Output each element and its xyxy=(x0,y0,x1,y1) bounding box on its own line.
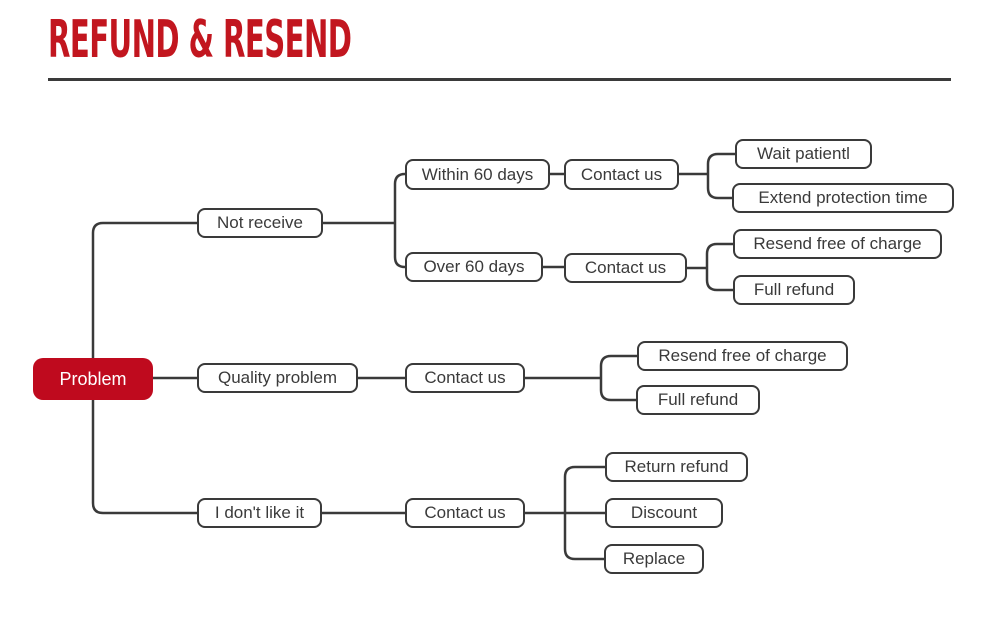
node-discount: Discount xyxy=(605,498,723,528)
node-contact-us-3: Contact us xyxy=(405,363,525,393)
node-quality-problem: Quality problem xyxy=(197,363,358,393)
node-extend-protection-time: Extend protection time xyxy=(732,183,954,213)
node-not-receive: Not receive xyxy=(197,208,323,238)
edge-contact1-children xyxy=(706,152,750,200)
node-over-60-days: Over 60 days xyxy=(405,252,543,282)
node-return-refund: Return refund xyxy=(605,452,748,482)
node-problem: Problem xyxy=(33,358,153,400)
node-i-dont-like-it: I don't like it xyxy=(197,498,322,528)
node-contact-us-2: Contact us xyxy=(564,253,687,283)
edge-contact4-children xyxy=(563,465,625,561)
edge-contact2-children xyxy=(705,242,750,292)
page-title: REFUND & RESEND xyxy=(48,12,590,68)
node-resend-free-of-charge-2: Resend free of charge xyxy=(637,341,848,371)
node-contact-us-4: Contact us xyxy=(405,498,525,528)
edge-problem-i-dont-like-it xyxy=(91,380,240,515)
edge-not-receive-children xyxy=(393,172,440,269)
edge-problem-not-receive xyxy=(91,221,240,380)
node-contact-us-1: Contact us xyxy=(564,159,679,190)
node-resend-free-of-charge-1: Resend free of charge xyxy=(733,229,942,259)
page-title-text: REFUND & RESEND xyxy=(48,10,352,70)
node-wait-patientl: Wait patientl xyxy=(735,139,872,169)
edge-contact3-children xyxy=(599,354,655,402)
node-full-refund-2: Full refund xyxy=(636,385,760,415)
node-within-60-days: Within 60 days xyxy=(405,159,550,190)
node-replace: Replace xyxy=(604,544,704,574)
title-underline xyxy=(48,78,951,81)
node-full-refund-1: Full refund xyxy=(733,275,855,305)
